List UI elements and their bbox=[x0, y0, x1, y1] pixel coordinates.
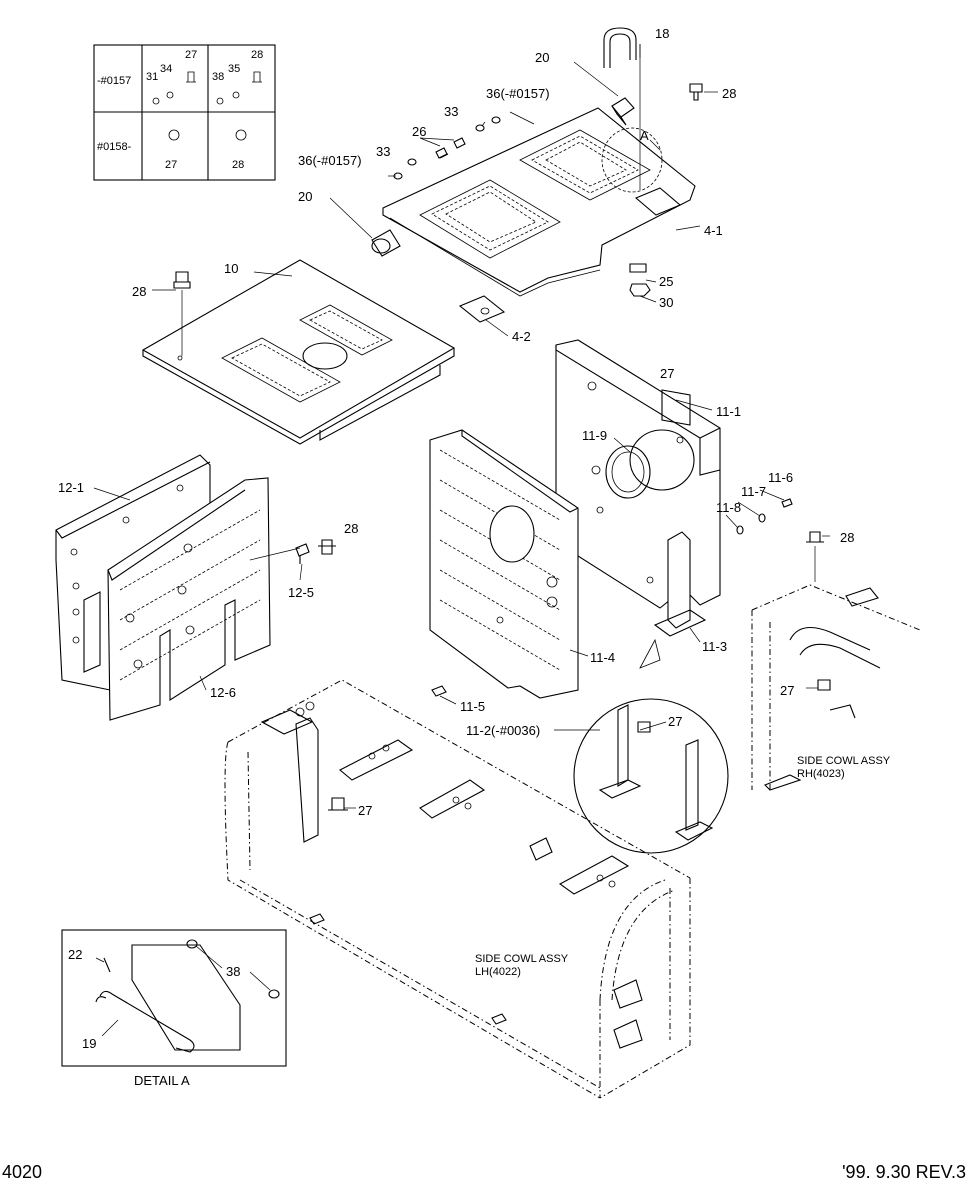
callout-11-2: 11-2(-#0036) bbox=[466, 723, 540, 738]
callout-33-top: 33 bbox=[444, 104, 458, 119]
callout-11-6: 11-6 bbox=[768, 470, 793, 485]
perforated-area bbox=[419, 179, 561, 259]
callout-11-9: 11-9 bbox=[582, 428, 607, 443]
perforated-area bbox=[519, 129, 651, 201]
callout-27-rh: 27 bbox=[780, 683, 794, 698]
bolt-icon bbox=[252, 71, 262, 83]
callout-12-5: 12-5 bbox=[288, 585, 314, 600]
serial-part-27b: 27 bbox=[165, 159, 177, 171]
post-11-3 bbox=[653, 531, 707, 637]
washer-icon bbox=[166, 91, 174, 99]
callout-38: 38 bbox=[226, 964, 240, 979]
serial-number-table: -#0157 #0158- 31 34 27 38 35 28 27 28 bbox=[93, 44, 276, 181]
label-side-cowl-lh-1: SIDE COWL ASSY bbox=[475, 953, 569, 965]
serial-part-28b: 28 bbox=[232, 159, 244, 171]
perforated-area bbox=[221, 337, 341, 403]
revision-date: '99. 9.30 REV.3 bbox=[842, 1162, 966, 1182]
label-side-cowl-lh-2: LH(4022) bbox=[475, 966, 521, 978]
detail-a-box bbox=[61, 929, 287, 1067]
serial-part-34: 34 bbox=[160, 63, 172, 75]
handle-18 bbox=[603, 27, 641, 190]
detail-circle-11-2 bbox=[573, 638, 729, 854]
callout-11-5: 11-5 bbox=[460, 699, 485, 714]
perforated-area bbox=[299, 304, 393, 356]
serial-part-35: 35 bbox=[228, 63, 240, 75]
small-fasteners-11 bbox=[736, 498, 793, 535]
callout-4-2: 4-2 bbox=[512, 329, 531, 344]
leader-lines bbox=[93, 44, 830, 1037]
callout-11-8: 11-8 bbox=[716, 500, 741, 515]
callout-labels: 18 20 36(-#0157) 28 33 A 26 36(-#0157) 3… bbox=[58, 26, 891, 1088]
callout-28-top: 28 bbox=[722, 86, 736, 101]
callout-12-6: 12-6 bbox=[210, 685, 236, 700]
washer-icon bbox=[216, 97, 224, 105]
serial-part-27: 27 bbox=[185, 49, 197, 61]
bolt-icon bbox=[186, 71, 196, 83]
callout-11-3: 11-3 bbox=[702, 639, 727, 654]
callout-11-4: 11-4 bbox=[590, 650, 615, 665]
callout-33-left: 33 bbox=[376, 144, 390, 159]
pad-4-2 bbox=[458, 295, 506, 323]
callout-11-7: 11-7 bbox=[741, 484, 766, 499]
serial-row1-label: -#0157 bbox=[97, 75, 131, 87]
flange-bolt-icon bbox=[235, 129, 247, 141]
washer-icon bbox=[232, 91, 240, 99]
top-plate-4-1 bbox=[382, 107, 696, 297]
label-side-cowl-rh-1: SIDE COWL ASSY bbox=[797, 755, 891, 767]
callout-28-right: 28 bbox=[840, 530, 854, 545]
serial-part-31: 31 bbox=[146, 71, 158, 83]
callout-12-1: 12-1 bbox=[58, 480, 84, 495]
page-number: 4020 bbox=[2, 1162, 42, 1182]
callout-22: 22 bbox=[68, 947, 82, 962]
callout-20-top: 20 bbox=[535, 50, 549, 65]
cover-plate-10 bbox=[141, 259, 456, 445]
washer-icon bbox=[152, 97, 160, 105]
callout-19: 19 bbox=[82, 1036, 96, 1051]
label-side-cowl-rh-2: RH(4023) bbox=[797, 768, 845, 780]
callout-30: 30 bbox=[659, 295, 673, 310]
small-fasteners-top bbox=[393, 83, 703, 297]
sheet-footer: 4020 '99. 9.30 REV.3 bbox=[2, 1162, 966, 1182]
label-detail-a: DETAIL A bbox=[134, 1073, 190, 1088]
callout-10: 10 bbox=[224, 261, 238, 276]
callout-27-bracket: 27 bbox=[660, 366, 674, 381]
callout-36-top: 36(-#0157) bbox=[486, 86, 550, 101]
insulation-panel-11-4 bbox=[429, 429, 579, 699]
side-cowl-rh-assembly bbox=[751, 531, 921, 791]
callout-25: 25 bbox=[659, 274, 673, 289]
callout-28-mid: 28 bbox=[344, 521, 358, 536]
serial-part-38: 38 bbox=[212, 71, 224, 83]
callout-11-1: 11-1 bbox=[716, 404, 741, 419]
fasteners-12 bbox=[295, 539, 336, 564]
callout-26: 26 bbox=[412, 124, 426, 139]
spacer-20-top bbox=[611, 97, 635, 126]
insulation-panel-12-6 bbox=[107, 477, 271, 721]
callout-18: 18 bbox=[655, 26, 669, 41]
callout-20-left: 20 bbox=[298, 189, 312, 204]
callout-36-left: 36(-#0157) bbox=[298, 153, 362, 168]
main-frame-assembly bbox=[224, 679, 691, 1099]
spacer-20-left bbox=[371, 229, 401, 257]
callout-27-frame: 27 bbox=[358, 803, 372, 818]
serial-part-28: 28 bbox=[251, 49, 263, 61]
bracket-plate-11-1 bbox=[555, 339, 721, 609]
callout-4-1: 4-1 bbox=[704, 223, 723, 238]
callout-28-cover: 28 bbox=[132, 284, 146, 299]
serial-row2-label: #0158- bbox=[97, 141, 132, 153]
flange-bolt-icon bbox=[168, 129, 180, 141]
callout-27-detail: 27 bbox=[668, 714, 682, 729]
callout-A: A bbox=[640, 128, 649, 143]
